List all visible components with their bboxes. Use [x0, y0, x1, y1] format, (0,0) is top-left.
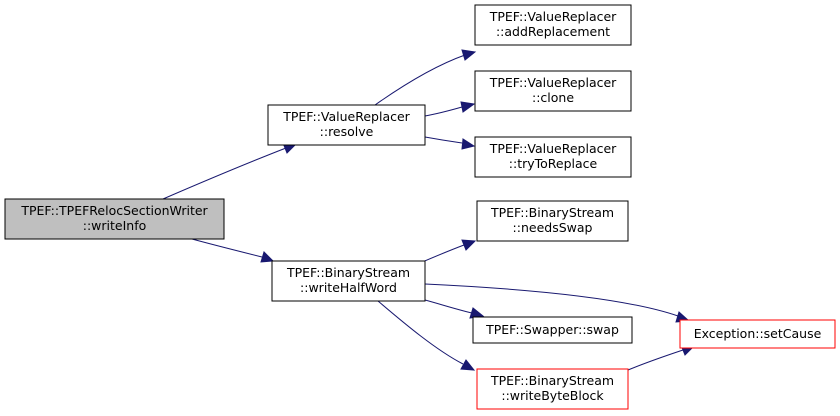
node-label-line2: ::addReplacement: [496, 24, 610, 39]
node-box: [679, 319, 836, 349]
edge-resolve-to-addreplacement: [374, 54, 466, 106]
node-trytoreplace[interactable]: TPEF::ValueReplacer ::tryToReplace: [474, 136, 632, 178]
edges: [162, 49, 696, 371]
edge-resolve-to-clone-arrow: [460, 101, 476, 113]
edge-writebyteblock-to-setcause: [627, 349, 684, 371]
edge-resolve-to-clone: [424, 106, 463, 117]
edge-resolve-to-trytoreplace-arrow: [461, 138, 476, 150]
node-box: [271, 260, 426, 302]
edge-writehalfword-to-writebyteblock: [377, 300, 464, 365]
node-box: [474, 4, 632, 46]
node-label-line2: ::resolve: [320, 124, 374, 139]
edge-writeinfo-to-writehalfword: [191, 238, 263, 258]
node-label-line1: TPEF::BinaryStream: [286, 265, 410, 280]
node-label-line1: TPEF::ValueReplacer: [282, 109, 410, 124]
node-label-line1: TPEF::ValueReplacer: [489, 9, 617, 24]
node-label-line2: ::writeInfo: [83, 218, 147, 233]
node-root-writeinfo[interactable]: TPEF::TPEFRelocSectionWriter ::writeInfo: [4, 198, 225, 240]
node-label-line1: Exception::setCause: [694, 326, 822, 341]
node-label-line2: ::tryToReplace: [509, 156, 598, 171]
node-label-line1: TPEF::TPEFRelocSectionWriter: [20, 203, 208, 218]
edge-writehalfword-to-needsswap-arrow: [461, 239, 477, 251]
node-label-line1: TPEF::BinaryStream: [490, 205, 614, 220]
node-label-line1: TPEF::ValueReplacer: [489, 75, 617, 90]
edge-resolve-to-addreplacement-arrow: [461, 49, 477, 61]
node-label-line2: ::writeHalfWord: [300, 280, 397, 295]
edge-writeinfo-to-writehalfword-arrow: [260, 251, 275, 263]
edge-writehalfword-to-writebyteblock-arrow: [460, 359, 476, 371]
node-writehalfword[interactable]: TPEF::BinaryStream ::writeHalfWord: [271, 260, 426, 302]
node-needsswap[interactable]: TPEF::BinaryStream ::needsSwap: [476, 200, 629, 242]
node-label-line1: TPEF::BinaryStream: [490, 373, 614, 388]
node-clone[interactable]: TPEF::ValueReplacer ::clone: [474, 70, 632, 112]
node-addreplacement[interactable]: TPEF::ValueReplacer ::addReplacement: [474, 4, 632, 46]
node-setcause[interactable]: Exception::setCause: [679, 319, 836, 349]
node-swap[interactable]: TPEF::Swapper::swap: [472, 316, 633, 344]
node-label-line1: TPEF::ValueReplacer: [489, 141, 617, 156]
edge-writehalfword-to-swap: [424, 299, 473, 314]
node-label-line2: ::writeByteBlock: [501, 388, 604, 403]
edge-resolve-to-trytoreplace: [424, 136, 463, 144]
node-box: [476, 368, 629, 410]
node-box: [474, 136, 632, 178]
node-box: [472, 316, 633, 344]
edge-writeinfo-to-resolve: [162, 147, 287, 200]
node-label-line2: ::needsSwap: [513, 220, 593, 235]
node-resolve[interactable]: TPEF::ValueReplacer ::resolve: [267, 104, 426, 146]
node-box: [4, 198, 225, 240]
edge-writehalfword-to-setcause: [424, 283, 679, 317]
edge-writehalfword-to-needsswap: [419, 244, 465, 264]
node-label-line1: TPEF::Swapper::swap: [485, 322, 619, 337]
node-box: [476, 200, 629, 242]
node-box: [474, 70, 632, 112]
node-writebyteblock[interactable]: TPEF::BinaryStream ::writeByteBlock: [476, 368, 629, 410]
node-label-line2: ::clone: [532, 90, 574, 105]
node-box: [267, 104, 426, 146]
